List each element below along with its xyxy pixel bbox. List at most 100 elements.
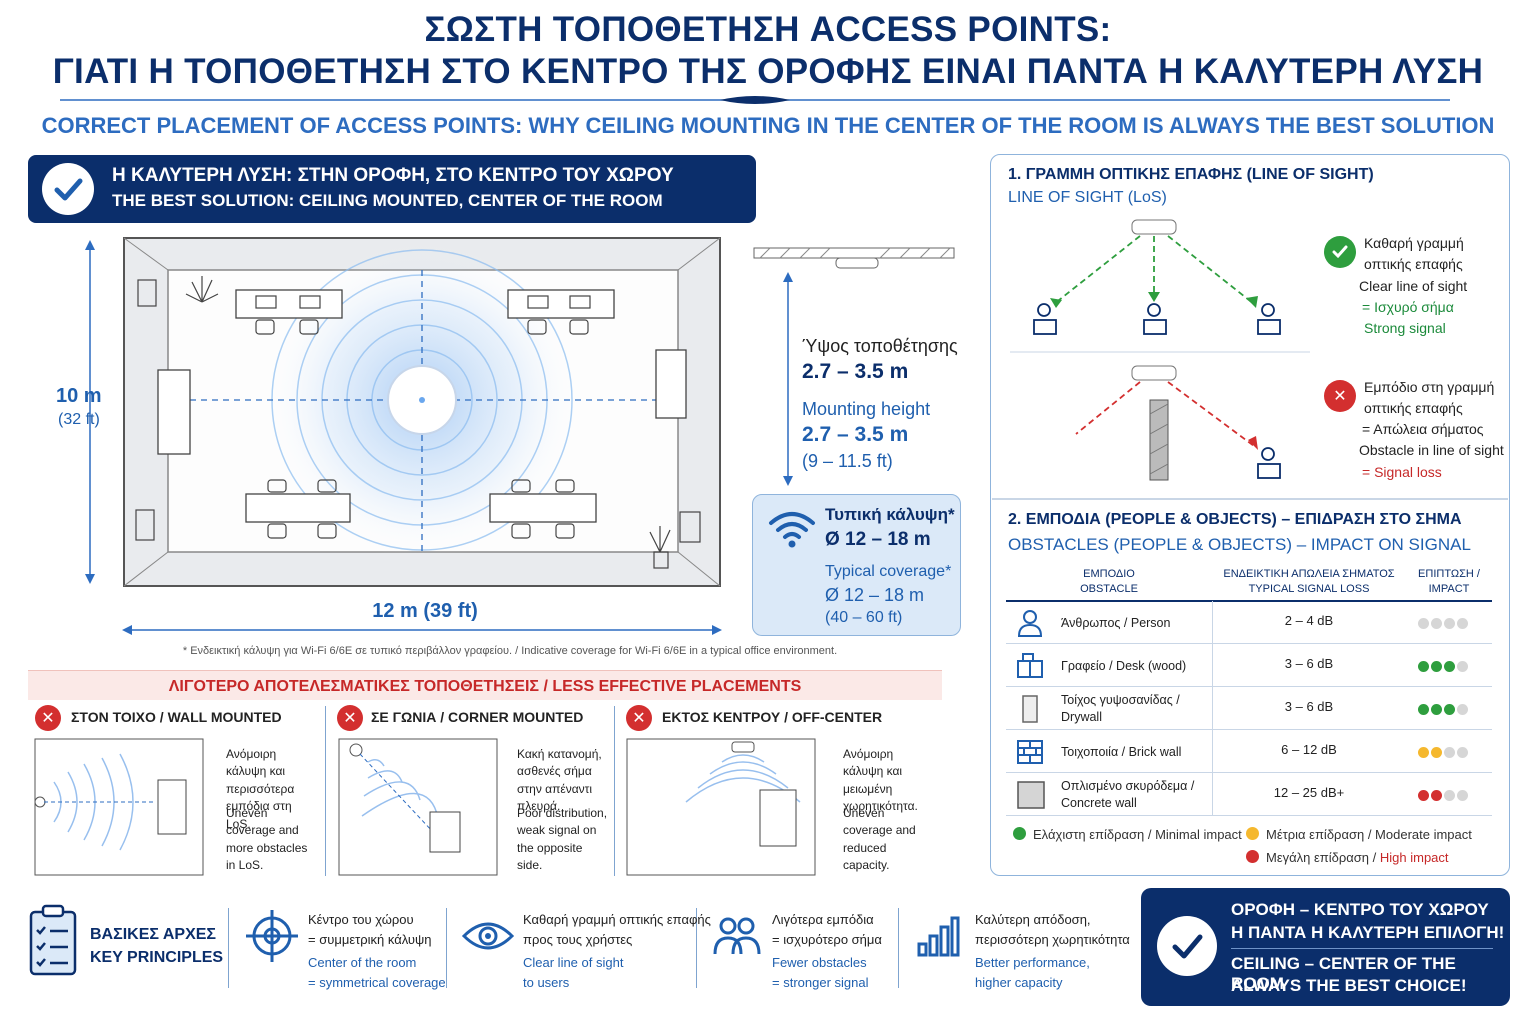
title-divider	[60, 96, 1450, 104]
obstacles-title-gr: 2. ΕΜΠΟΔΙΑ (PEOPLE & OBJECTS) – ΕΠΙΔΡΑΣΗ…	[1008, 511, 1462, 528]
final-en1: CEILING – CENTER OF THE ROOM	[1231, 954, 1456, 993]
room-height-ft: (32 ft)	[58, 411, 100, 428]
mounting-height-en-label: Mounting height	[802, 399, 931, 419]
los-title-gr: 1. ΓΡΑΜΜΗ ΟΠΤΙΚΗΣ ΕΠΑΦΗΣ (LINE OF SIGHT)	[1008, 166, 1374, 183]
off-center-diagram	[626, 738, 816, 876]
principles-title-gr: ΒΑΣΙΚΕΣ ΑΡΧΕΣ	[90, 926, 217, 943]
los-clear-en2: Strong signal	[1364, 320, 1446, 336]
principles-title-en: KEY PRINCIPLES	[90, 949, 224, 966]
principle-4-gr: Καλύτερη απόδοση,περισσότερη χωρητικότητ…	[975, 912, 1130, 948]
page-title-line2: ΓΙΑΤΙ Η ΤΟΠΟΘΕΤΗΣΗ ΣΤΟ ΚΕΝΤΡΟ ΤΗΣ ΟΡΟΦΗΣ…	[52, 52, 1484, 91]
impact-rating	[1418, 616, 1488, 634]
impact-dot	[1444, 618, 1455, 629]
corner-x-icon: ✕	[337, 705, 363, 731]
wall-x-icon: ✕	[35, 705, 61, 731]
table-row: Τοιχοποιία / Brick wall 6 – 12 dB	[1006, 730, 1492, 773]
coverage-footnote: * Ενδεικτική κάλυψη για Wi-Fi 6/6E σε τυ…	[182, 645, 838, 657]
impact-rating	[1418, 702, 1488, 720]
clipboard-icon	[29, 904, 77, 976]
off-center-label: ΕΚΤΟΣ ΚΕΝΤΡΟΥ / OFF-CENTER	[662, 709, 883, 725]
mounting-height-en-value: 2.7 – 3.5 m	[802, 423, 909, 446]
impact-dot	[1444, 704, 1455, 715]
users-icon	[713, 917, 761, 955]
impact-dot	[1457, 618, 1468, 629]
wall-mounted-label: ΣΤΟΝ ΤΟΙΧΟ / WALL MOUNTED	[71, 709, 282, 725]
los-title-en: LINE OF SIGHT (LoS)	[1008, 189, 1167, 206]
table-row: Γραφείο / Desk (wood)3 – 6 dB	[1006, 644, 1492, 687]
legend-yellow-dot	[1246, 827, 1259, 840]
signal-loss-value: 2 – 4 dB	[1284, 613, 1334, 628]
legend-high: Μεγάλη επίδραση / High impact	[1266, 850, 1449, 865]
impact-dot	[1444, 747, 1455, 758]
obstacle-x-icon: ✕	[1324, 380, 1356, 412]
los-obs-gr1: Εμπόδιο στη γραμμή	[1364, 379, 1495, 395]
obstacle-name: Τοίχος γυψοσανίδας / Drywall	[1061, 693, 1180, 724]
signal-loss-value: 6 – 12 dB	[1281, 742, 1337, 757]
impact-dot	[1431, 704, 1442, 715]
legend-moderate: Μέτρια επίδραση / Moderate impact	[1266, 827, 1472, 842]
los-clear-gr2: οπτικής επαφής	[1364, 256, 1463, 272]
table-row: Άνθρωπος / Person 2 – 4 dB	[1006, 601, 1492, 644]
final-gr2: Η ΠΑΝΤΑ Η ΚΑΛΥΤΕΡΗ ΕΠΙΛΟΓΗ!	[1231, 923, 1505, 942]
impact-dot	[1457, 661, 1468, 672]
impact-dot	[1418, 704, 1429, 715]
los-obs-en: Obstacle in line of sight	[1359, 442, 1504, 458]
signal-loss-value: 3 – 6 dB	[1284, 699, 1334, 714]
impact-dot	[1431, 790, 1442, 801]
principle-4-en: Better performance,higher capacity	[975, 955, 1090, 991]
coverage-ft-value: (40 – 60 ft)	[825, 609, 903, 626]
los-obs-gr2: οπτικής επαφής	[1364, 400, 1463, 416]
signal-loss-value: 12 – 25 dB+	[1273, 785, 1345, 800]
wifi-icon	[769, 512, 815, 548]
impact-dot	[1457, 747, 1468, 758]
wall-mounted-gr: Ανόμοιρη κάλυψη και περισσότερα εμπόδια …	[226, 747, 295, 831]
impact-dot	[1431, 661, 1442, 672]
section-divider	[992, 498, 1508, 500]
best-solution-banner: Η ΚΑΛΥΤΕΡΗ ΛΥΣΗ: ΣΤΗΝ ΟΡΟΦΗ, ΣΤΟ ΚΕΝΤΡΟ …	[28, 155, 756, 223]
target-icon	[246, 910, 298, 962]
wall-mounted-diagram	[34, 738, 204, 876]
obstacle-name: Οπλισμένο σκυρόδεμα / Concrete wall	[1061, 779, 1195, 810]
check-icon	[42, 163, 94, 215]
final-en2: ALWAYS THE BEST CHOICE!	[1231, 976, 1467, 995]
room-floorplan	[85, 237, 722, 635]
obstacle-name: Τοιχοποιία / Brick wall	[1061, 744, 1182, 759]
coverage-gr-label: Τυπική κάλυψη*	[825, 505, 955, 524]
less-effective-title: ΛΙΓΟΤΕΡΟ ΑΠΟΤΕΛΕΣΜΑΤΙΚΕΣ ΤΟΠΟΘΕΤΗΣΕΙΣ / …	[168, 678, 802, 695]
impact-dot	[1431, 618, 1442, 629]
mounting-height-ft: (9 – 11.5 ft)	[802, 451, 893, 471]
legend-minimal: Ελάχιστη επίδραση / Minimal impact	[1033, 827, 1242, 842]
mounting-diagram	[753, 247, 955, 486]
impact-dot	[1418, 618, 1429, 629]
final-choice-box: ΟΡΟΦΗ – ΚΕΝΤΡΟ ΤΟΥ ΧΩΡΟΥ Η ΠΑΝΤΑ Η ΚΑΛΥΤ…	[1141, 888, 1510, 1006]
los-clear-en: Clear line of sight	[1359, 278, 1468, 294]
los-clear-gr3: = Ισχυρό σήμα	[1362, 299, 1454, 315]
offcenter-x-icon: ✕	[626, 705, 652, 731]
corner-mounted-diagram	[338, 738, 498, 876]
impact-dot	[1457, 704, 1468, 715]
principle-1-en: Center of the room= symmetrical coverage	[308, 955, 446, 991]
final-gr1: ΟΡΟΦΗ – ΚΕΝΤΡΟ ΤΟΥ ΧΩΡΟΥ	[1231, 900, 1489, 919]
wall-mounted-en: Uneven coverage and more obstacles in Lo…	[226, 806, 308, 873]
impact-dot	[1418, 790, 1429, 801]
impact-dot	[1418, 747, 1429, 758]
off-center-en: Uneven coverage and reduced capacity.	[843, 806, 916, 873]
obstacle-name: Άνθρωπος / Person	[1061, 615, 1171, 630]
impact-rating	[1418, 788, 1488, 806]
desk-icon	[1016, 651, 1046, 681]
principle-1-gr: Κέντρο του χώρου= συμμετρική κάλυψη	[308, 912, 432, 948]
signal-bars-icon	[917, 916, 960, 957]
los-clear-gr1: Καθαρή γραμμή	[1364, 235, 1464, 251]
impact-dot	[1457, 790, 1468, 801]
coverage-box: Τυπική κάλυψη* Ø 12 – 18 m Typical cover…	[752, 494, 961, 636]
brick-wall-icon	[1016, 737, 1046, 767]
principle-3-en: Fewer obstacles= stronger signal	[772, 955, 869, 991]
best-solution-gr: Η ΚΑΛΥΤΕΡΗ ΛΥΣΗ: ΣΤΗΝ ΟΡΟΦΗ, ΣΤΟ ΚΕΝΤΡΟ …	[112, 165, 674, 186]
drywall-icon	[1016, 694, 1046, 724]
concrete-wall-icon	[1016, 780, 1046, 810]
best-solution-en: THE BEST SOLUTION: CEILING MOUNTED, CENT…	[112, 191, 663, 210]
